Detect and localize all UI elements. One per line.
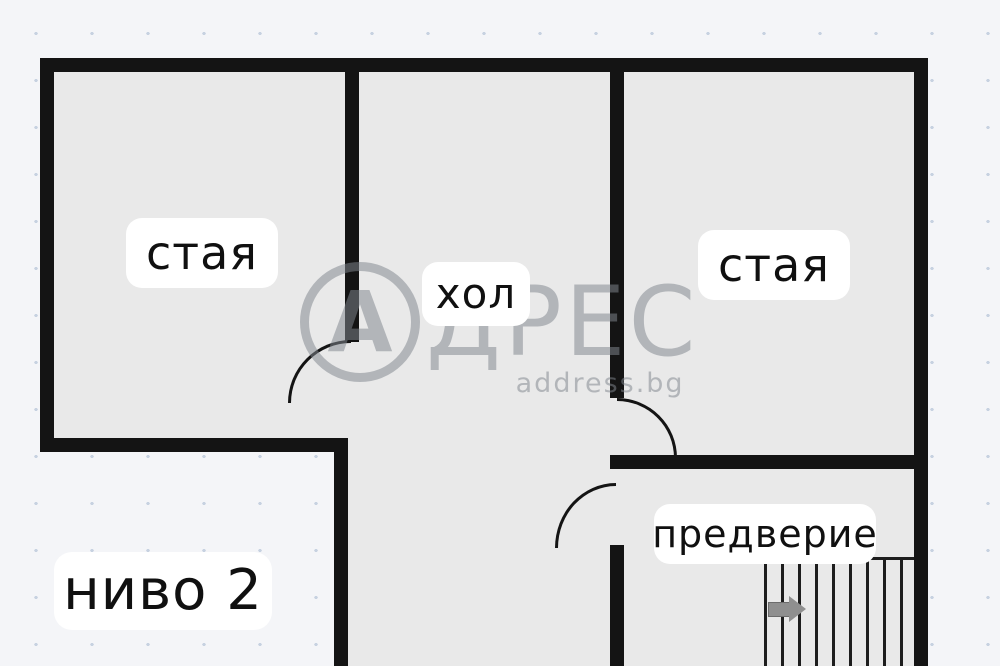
watermark-logo-letter: А [327, 273, 393, 371]
arrow-head [789, 596, 806, 622]
wall-hall-right-lower [610, 545, 624, 666]
room-label-left: стая [126, 218, 278, 288]
room-label-hall: хол [422, 262, 530, 326]
arrow-shaft [768, 601, 789, 617]
wall-room-left-bottom [40, 438, 348, 452]
wall-left [40, 58, 54, 452]
arrow-right-icon [768, 596, 806, 622]
wall-right [914, 58, 928, 666]
room-label-vestibule: предверие [652, 504, 877, 564]
wall-vestibule-top [610, 455, 928, 469]
wall-divider-hall-room-right [610, 58, 624, 398]
wall-top [40, 58, 928, 72]
level-label: ниво 2 [54, 552, 272, 630]
watermark-logo-icon: А [300, 262, 420, 382]
room-label-right: стая [698, 230, 850, 300]
watermark-site-text: address.bg [515, 368, 685, 399]
wall-hall-left-lower [334, 438, 348, 666]
